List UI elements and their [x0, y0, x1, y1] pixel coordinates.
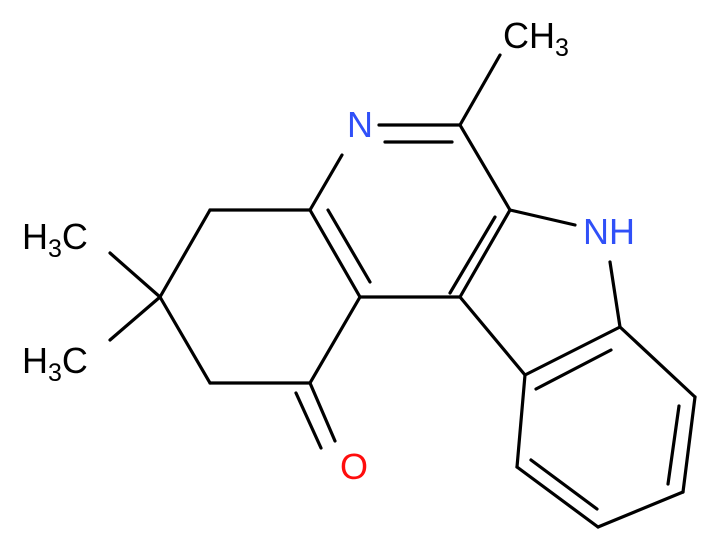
bond-c8-c9	[681, 395, 697, 494]
bond-c10-c11	[515, 465, 600, 529]
bond-c12b-c11b	[458, 295, 527, 377]
methyl-top-sub: 3	[555, 34, 569, 62]
bond-c11a-c7a	[523, 325, 622, 377]
methyl-left2-h: H	[22, 340, 48, 381]
bond-nh-c7a	[608, 260, 622, 329]
bonds	[108, 53, 697, 529]
bond-c12a-c4a-inner	[326, 208, 372, 284]
atom-labels: N NH O CH3 H3C H3C	[22, 15, 635, 487]
methyl-left2-c: C	[62, 340, 88, 381]
bond-c1-c12a	[308, 295, 362, 385]
oxygen-label: O	[340, 446, 368, 487]
bond-c3-methyl1	[108, 251, 162, 299]
bond-c4-c3	[158, 208, 212, 299]
bond-c9-c10	[596, 490, 685, 529]
bond-c11-c11a	[515, 373, 527, 469]
bond-c11a-c7a-inner	[534, 348, 613, 391]
methyl-left1-sub: 3	[48, 235, 62, 263]
methyl-top-ch: CH	[503, 15, 555, 56]
bond-c8-c9-inner	[666, 404, 681, 486]
bond-c7a-c8	[618, 325, 697, 399]
bond-c6-methyl	[458, 53, 502, 127]
bond-c4a-n	[308, 153, 344, 212]
bond-c1-o	[308, 381, 337, 443]
bond-c3-c2	[158, 295, 212, 385]
bond-c6a-c12b-inner	[448, 215, 497, 295]
methyl-left2-sub: 3	[48, 359, 62, 387]
bond-c10-c11-inner	[529, 458, 599, 511]
nh-label: NH	[583, 211, 635, 252]
bond-c6-c6a	[458, 123, 512, 212]
methyl-left1-label: H3C	[22, 216, 88, 263]
nitrogen-label: N	[347, 104, 373, 145]
bond-c12a-c4a	[308, 208, 362, 299]
bond-c6a-nh	[508, 208, 577, 227]
methyl-left2-label: H3C	[22, 340, 88, 387]
methyl-left1-c: C	[62, 216, 88, 257]
bond-c6a-c12b	[458, 208, 512, 299]
bond-c1-o-second	[294, 391, 323, 450]
methyl-top-label: CH3	[503, 15, 569, 62]
bond-c3-methyl2	[108, 295, 162, 342]
methyl-left1-h: H	[22, 216, 48, 257]
